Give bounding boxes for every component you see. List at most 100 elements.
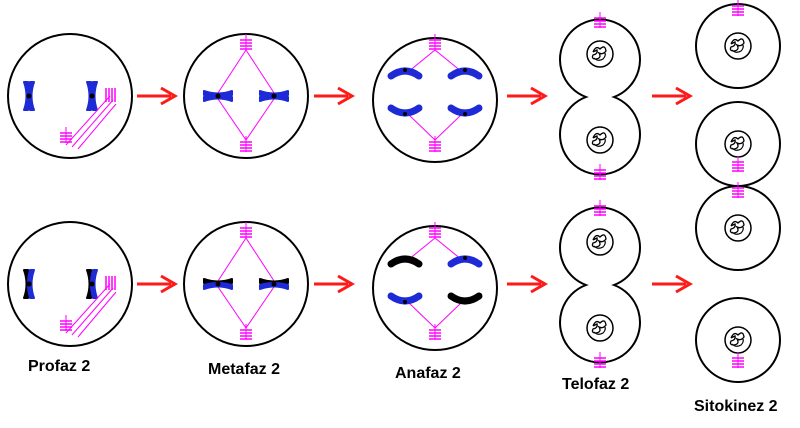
arrow-right-icon: [507, 86, 549, 106]
chromosome-icon: [203, 90, 233, 102]
centromere: [463, 112, 467, 116]
spindle-fibers: [407, 237, 463, 329]
centromere: [89, 93, 95, 99]
label-sitokinez-2: Sitokinez 2: [694, 398, 778, 415]
chromosome-icon: [387, 67, 423, 80]
chromatin: [591, 46, 607, 60]
chromatin: [729, 136, 745, 150]
centromere: [403, 256, 407, 260]
nucleus-icon: [586, 314, 614, 342]
spindle-fibers: [65, 283, 117, 338]
telophase-membrane: [559, 18, 641, 176]
spindle-pole-icon: [240, 136, 252, 152]
spindle-pole-icon: [240, 324, 252, 340]
spindle-pole-icon: [429, 222, 441, 238]
chromatin: [593, 240, 606, 249]
centromere: [26, 93, 32, 99]
centromere: [271, 93, 277, 99]
spindle-pole-icon: [429, 324, 441, 340]
chromatin: [731, 44, 744, 53]
chromatin: [731, 142, 744, 151]
centromere: [463, 256, 467, 260]
spindle-pole-icon: [732, 0, 744, 16]
chromosome-icon: [447, 104, 483, 117]
spindle-pole-icon: [594, 200, 606, 216]
spindle-fiber: [215, 283, 247, 329]
centromere: [463, 300, 467, 304]
chromatin: [729, 38, 745, 52]
spindle-fiber: [215, 237, 247, 285]
chromosome-icon: [259, 278, 289, 290]
spindle-fibers: [215, 237, 277, 329]
centromere: [215, 281, 221, 287]
chromatin: [729, 332, 745, 346]
label-profaz-2: Profaz 2: [28, 358, 91, 375]
spindle-fiber: [215, 95, 247, 141]
chromatin: [591, 132, 607, 146]
spindle-pole-icon: [732, 156, 744, 172]
arrow-head: [160, 86, 179, 106]
spindle-pole-icon: [105, 88, 116, 102]
spindle-pole-icon: [60, 315, 72, 331]
nucleus-icon: [724, 32, 752, 60]
label-metafaz-2: Metafaz 2: [208, 361, 281, 378]
spindle-fiber: [245, 95, 277, 141]
spindle-fiber: [434, 237, 463, 261]
chromatin: [729, 220, 745, 234]
label-anafaz-2: Anafaz 2: [395, 365, 461, 382]
chromosome-icon: [387, 104, 423, 117]
spindle-pole-icon: [105, 276, 116, 290]
spindle-fiber: [245, 283, 277, 329]
chromosome-icon: [23, 269, 35, 299]
arrow-head: [675, 86, 694, 106]
chromosome-icon: [387, 255, 423, 268]
spindle-fiber: [407, 301, 436, 329]
arrow-right-icon: [314, 274, 356, 294]
nucleus-icon: [724, 130, 752, 158]
arrow-head: [160, 274, 179, 294]
arrow-head: [530, 86, 549, 106]
arrow-right-icon: [652, 86, 694, 106]
arrow-right-icon: [137, 86, 179, 106]
spindle-pole-icon: [594, 164, 606, 180]
telophase-membrane: [559, 206, 641, 364]
arrow-right-icon: [314, 86, 356, 106]
chromatin: [731, 226, 744, 235]
spindle-fiber: [407, 237, 436, 261]
chromosome-icon: [23, 81, 35, 111]
centromere: [215, 93, 221, 99]
chromosome-icon: [259, 90, 289, 102]
spindle-fiber: [434, 301, 463, 329]
chromatin: [593, 52, 606, 61]
spindle-pole-icon: [732, 352, 744, 368]
spindle-fiber: [71, 99, 114, 148]
cell-profaz: [7, 221, 133, 347]
arrow-head: [530, 274, 549, 294]
spindle-fiber: [434, 113, 463, 141]
centromere: [463, 68, 467, 72]
nucleus-icon: [586, 40, 614, 68]
centromere: [403, 112, 407, 116]
spindle-fiber: [77, 291, 117, 338]
arrow-head: [337, 274, 356, 294]
chromatin: [593, 138, 606, 147]
spindle-pole-icon: [594, 352, 606, 368]
chromosome-icon: [447, 292, 483, 305]
spindle-fiber: [245, 237, 277, 285]
label-telofaz-2: Telofaz 2: [562, 376, 630, 393]
centromere: [403, 300, 407, 304]
spindle-pole-icon: [240, 222, 252, 238]
nucleus-icon: [724, 214, 752, 242]
arrow-head: [675, 274, 694, 294]
chromosome-icon: [447, 67, 483, 80]
arrow-right-icon: [507, 274, 549, 294]
spindle-pole-icon: [429, 136, 441, 152]
cell-telofaz: [559, 18, 641, 176]
spindle-fiber: [245, 49, 277, 97]
spindle-fiber: [434, 49, 463, 73]
arrow-head: [337, 86, 356, 106]
spindle-pole-icon: [594, 12, 606, 28]
spindle-fiber: [407, 49, 436, 73]
spindle-pole-icon: [429, 34, 441, 50]
